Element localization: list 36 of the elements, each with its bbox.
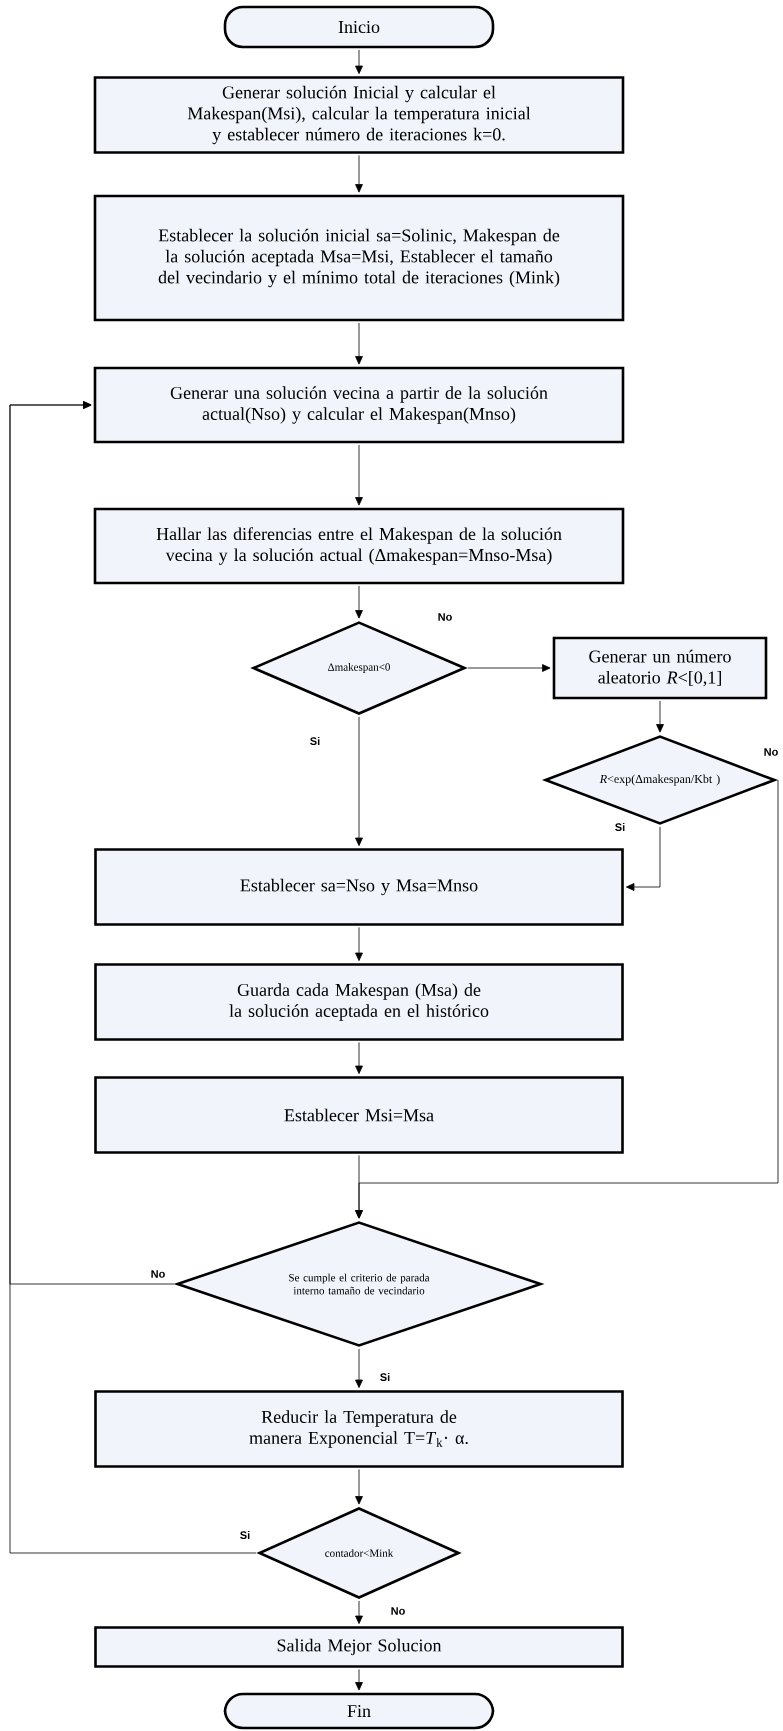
process-box: Generar solución Inicial y calcular el Makespan(Msi), calcular la temperatura inicial y establecer número de iteraciones k=0. xyxy=(93,76,625,154)
process-box: Generar una solución vecina a partir de la solución actual(Nso) y calcular el Makespan(Mnso) xyxy=(93,366,625,444)
arrow xyxy=(355,49,363,75)
arrow xyxy=(355,322,363,365)
arrow xyxy=(355,1155,363,1219)
edge-label: No xyxy=(762,747,780,757)
edge-label: Si xyxy=(378,1371,392,1383)
process-box: Reducir la Temperatura de manera Exponencial T=T$_{k}$· α. xyxy=(94,1390,624,1468)
arrow xyxy=(355,1348,363,1388)
arrow xyxy=(355,585,363,619)
arrow xyxy=(355,1042,363,1074)
process-box: Establecer la solución inicial sa=Solinic, Makespan de la solución aceptada Msa=Msi, Establecer el tamaño del vecindario y el mínimo total de iteraciones (Mink) xyxy=(93,194,625,322)
arrow xyxy=(355,1600,363,1624)
edge-label: No xyxy=(436,612,454,622)
arrow xyxy=(355,927,363,961)
arrow xyxy=(355,1469,363,1505)
process-box: Hallar las diferencias entre el Makespan de la solución vecina y la solución actual (Δmakespan=Mnso-Msa) xyxy=(93,507,625,585)
edge-label: No xyxy=(389,1606,407,1616)
process-box: Establecer sa=Nso y Msa=Mnso xyxy=(94,848,624,926)
process-box: Guarda cada Makespan (Msa) de la solución aceptada en el histórico xyxy=(94,963,624,1041)
arrow xyxy=(355,1669,363,1691)
arrow xyxy=(355,716,363,847)
terminal-box: Fin xyxy=(223,1692,495,1730)
process-box: Generar un número aleatorio R<[0,1] xyxy=(552,636,768,700)
terminal-box: Inicio xyxy=(223,5,495,49)
edge-label: Si xyxy=(308,735,322,747)
arrow xyxy=(467,664,551,672)
arrow xyxy=(656,700,664,733)
edge-label: No xyxy=(149,1269,167,1279)
arrow xyxy=(355,444,363,506)
arrow xyxy=(355,155,363,193)
arrow xyxy=(9,401,257,1554)
arrow xyxy=(626,826,661,891)
process-box: Salida Mejor Solucion xyxy=(94,1626,624,1668)
edge-label: Si xyxy=(238,1529,252,1541)
process-box: Establecer Msi=Msa xyxy=(94,1076,624,1154)
